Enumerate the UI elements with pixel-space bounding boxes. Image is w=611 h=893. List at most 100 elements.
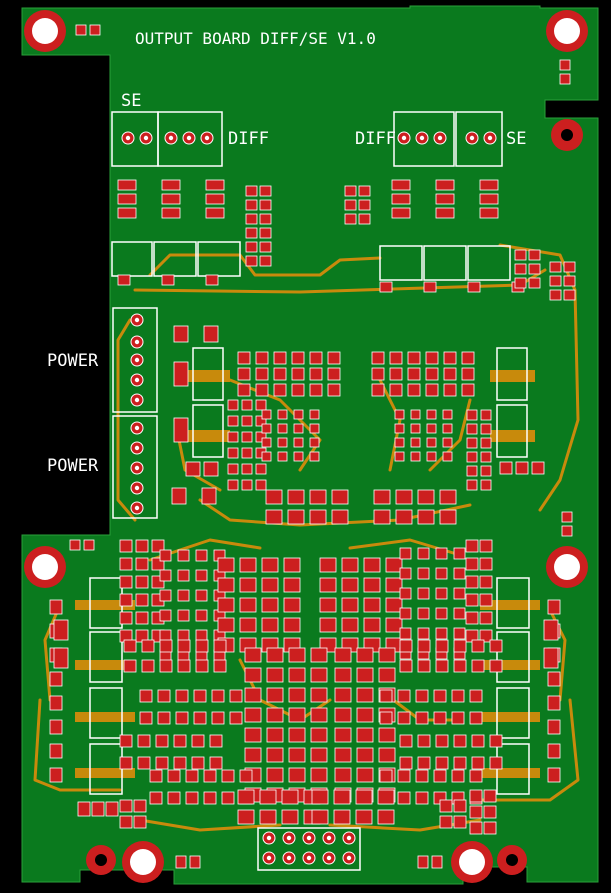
smd-pad (319, 617, 337, 633)
smd-pad (255, 383, 269, 397)
smd-pad (479, 557, 493, 571)
smd-pad (466, 437, 478, 449)
smd-pad (480, 409, 492, 421)
smd-pad (161, 179, 181, 191)
smd-pad (255, 351, 269, 365)
smd-pad (469, 805, 483, 819)
smd-pad (310, 747, 328, 763)
silkscreen-outlines (89, 111, 530, 871)
smd-pad (309, 383, 323, 397)
smd-pad (397, 689, 411, 703)
smd-pad (559, 59, 571, 71)
smd-pad (159, 629, 172, 642)
smd-pad (177, 549, 190, 562)
smd-pad (407, 351, 421, 365)
smd-pad (333, 789, 351, 805)
smd-pad (410, 409, 421, 420)
smd-pad (423, 281, 437, 293)
smd-pad (461, 367, 475, 381)
smd-pad (173, 325, 189, 343)
smd-pad (217, 617, 235, 633)
smd-pad (175, 855, 187, 869)
smd-pad (465, 611, 479, 625)
smd-pad (227, 463, 239, 475)
smd-pad (244, 647, 262, 663)
smd-pad (159, 569, 172, 582)
smd-pad (363, 577, 381, 593)
smd-pad (417, 627, 430, 640)
smd-pad (480, 437, 492, 449)
smd-pad (514, 249, 527, 261)
smd-pad (331, 489, 349, 505)
smd-pad (255, 463, 267, 475)
smd-pad (561, 511, 573, 523)
smd-pad (377, 789, 395, 805)
smd-pad (265, 509, 283, 525)
smd-pad (407, 367, 421, 381)
smd-pad (435, 659, 449, 673)
smd-pad (515, 461, 529, 475)
smd-pad (417, 509, 435, 525)
smd-pad (319, 577, 337, 593)
smd-pad (395, 509, 413, 525)
smd-pad (117, 179, 137, 191)
smd-pad (255, 367, 269, 381)
smd-pad (435, 756, 449, 770)
smd-pad (479, 593, 493, 607)
smd-pad (237, 809, 255, 825)
smd-pad (547, 695, 561, 711)
smd-pad (139, 689, 153, 703)
smd-pad (453, 607, 466, 620)
smd-pad (119, 557, 133, 571)
smd-pad (193, 711, 207, 725)
smd-pad (310, 647, 328, 663)
smd-pad (479, 629, 493, 643)
smd-pad (363, 557, 381, 573)
smd-pad (229, 711, 243, 725)
label-se-left: SE (121, 91, 142, 111)
smd-pad (327, 351, 341, 365)
smd-pad (259, 199, 272, 211)
smd-pad (139, 711, 153, 725)
smd-pad (379, 769, 393, 783)
smd-pad (310, 727, 328, 743)
smd-pad (341, 597, 359, 613)
smd-pad (161, 274, 175, 286)
smd-pad (397, 791, 411, 805)
smd-pad (137, 756, 151, 770)
smd-pad (255, 431, 267, 443)
smd-pad (159, 589, 172, 602)
smd-pad (549, 289, 562, 301)
smd-pad (356, 647, 374, 663)
smd-pad (288, 647, 306, 663)
smd-pad (241, 399, 253, 411)
smd-pad (435, 179, 455, 191)
smd-pad (479, 193, 499, 205)
smd-pad (453, 756, 467, 770)
trace-bars (75, 370, 540, 778)
smd-pad (245, 199, 258, 211)
smd-pad (489, 659, 503, 673)
smd-pad (483, 821, 497, 835)
smd-pad (563, 275, 576, 287)
smd-pad (397, 769, 411, 783)
smd-pad (435, 207, 455, 219)
smd-pad (471, 659, 485, 673)
smd-pad (203, 461, 219, 477)
smd-pad (443, 383, 457, 397)
smd-pad (399, 567, 412, 580)
smd-pad (480, 465, 492, 477)
connector-pins (121, 131, 497, 865)
smd-pad (259, 213, 272, 225)
label-power-bottom: POWER (47, 456, 99, 476)
smd-pad (344, 185, 357, 197)
smd-pad (293, 451, 304, 462)
smd-pad (453, 734, 467, 748)
smd-pad (237, 351, 251, 365)
smd-pad (371, 383, 385, 397)
smd-pad (483, 805, 497, 819)
smd-pad (465, 575, 479, 589)
smd-pad (435, 639, 449, 653)
smd-pad (453, 547, 466, 560)
smd-pad (394, 451, 405, 462)
